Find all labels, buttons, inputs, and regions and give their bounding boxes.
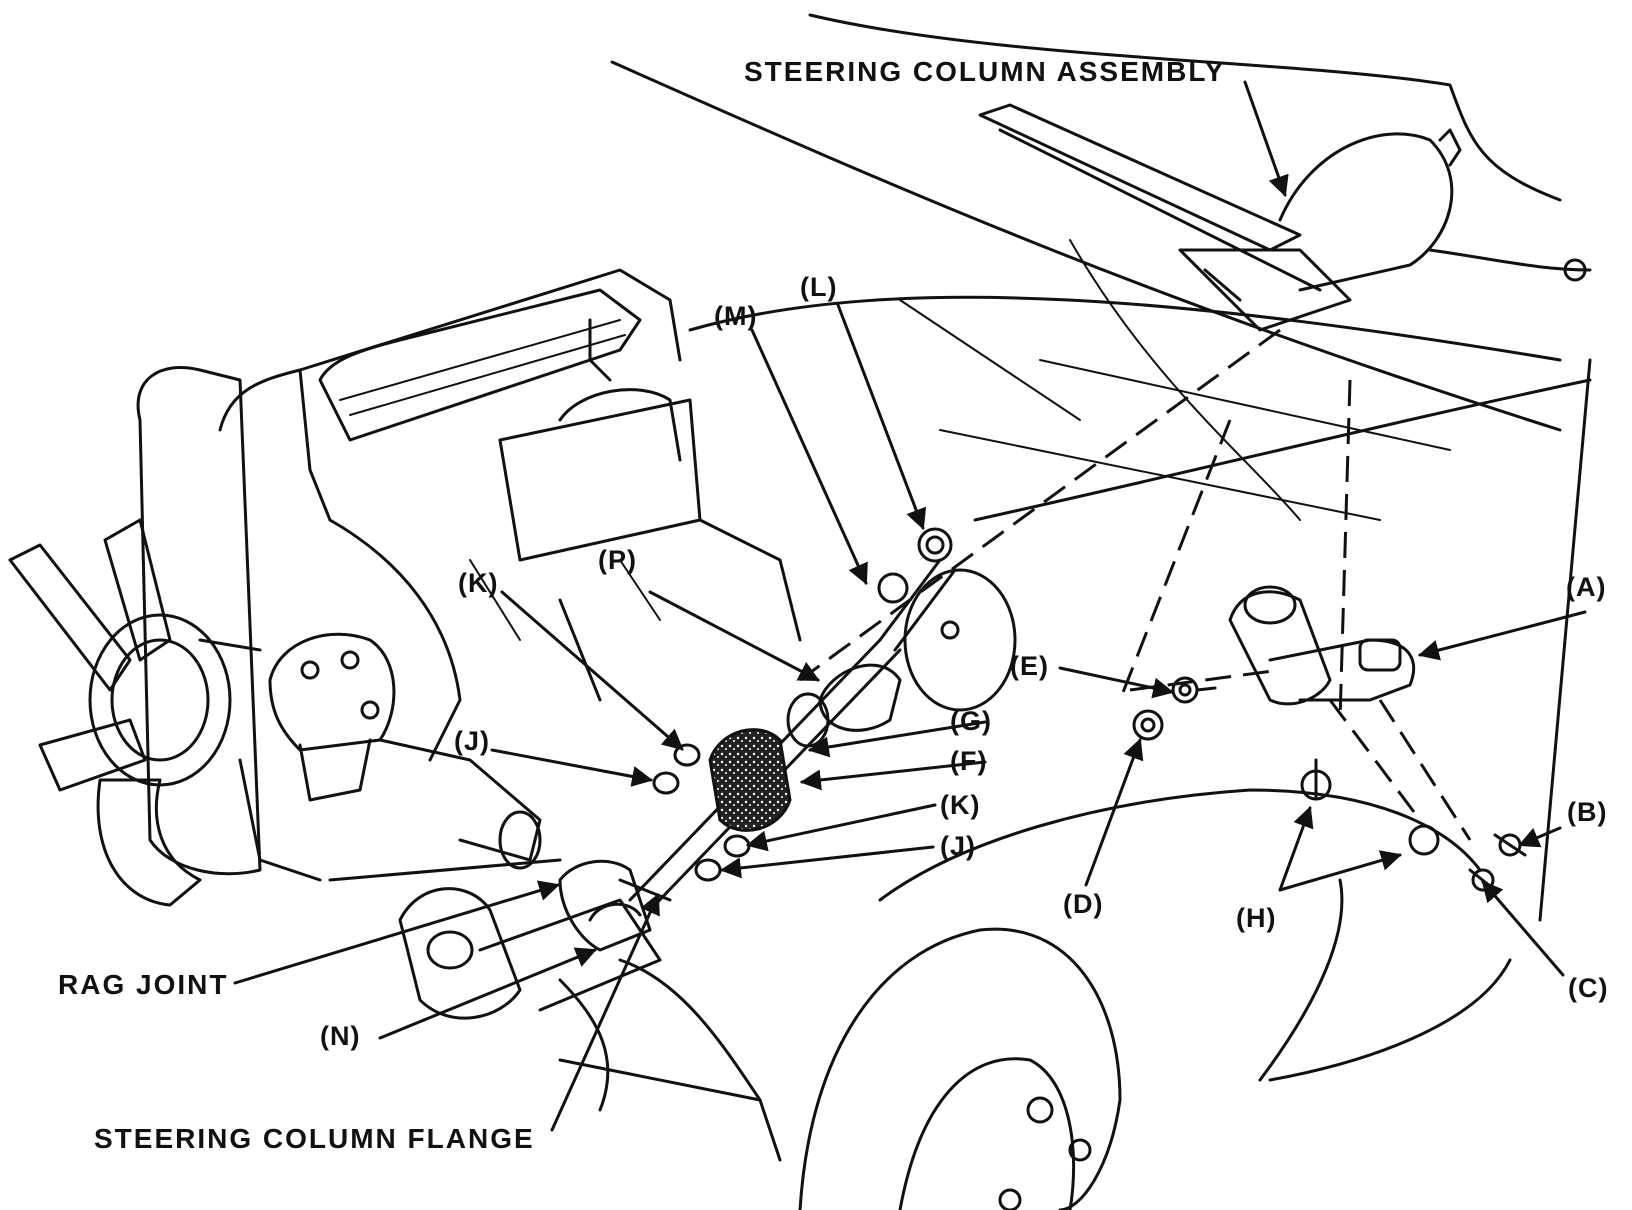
- alignment-centerline: [799, 328, 1352, 721]
- engine-block: [218, 268, 802, 882]
- label-p: (P): [598, 545, 637, 575]
- label-k-upper: (K): [458, 568, 499, 598]
- column-mount-bracket: [1129, 585, 1472, 841]
- label-d: (D): [1063, 889, 1104, 919]
- firewall-cowl: [610, 13, 1592, 522]
- intermediate-shaft: [558, 527, 1017, 952]
- label-h: (H): [1236, 903, 1277, 933]
- label-c: (C): [1568, 973, 1609, 1003]
- label-steering-column-assembly: STEERING COLUMN ASSEMBLY: [744, 56, 1226, 87]
- label-steering-column-flange: STEERING COLUMN FLANGE: [94, 1123, 535, 1154]
- label-g: (G): [950, 706, 992, 736]
- label-e: (E): [1010, 651, 1049, 681]
- label-n: (N): [320, 1021, 361, 1051]
- label-a: (A): [1566, 572, 1607, 602]
- fasteners-right: [1132, 676, 1527, 892]
- label-f: (F): [950, 746, 988, 776]
- label-l: (L): [800, 272, 838, 302]
- steering-column-body: [978, 103, 1592, 332]
- label-rag-joint: RAG JOINT: [58, 969, 229, 1000]
- label-b: (B): [1567, 797, 1608, 827]
- fan-assembly: [8, 365, 262, 907]
- label-m: (M): [714, 301, 758, 331]
- distributor: [268, 632, 542, 870]
- leader-lines: [233, 80, 1587, 1132]
- label-k-lower: (K): [940, 790, 981, 820]
- label-j-upper: (J): [454, 726, 490, 756]
- steering-gear: [398, 887, 782, 1162]
- brake-rotor: [798, 927, 1122, 1210]
- label-j-lower: (J): [940, 831, 976, 861]
